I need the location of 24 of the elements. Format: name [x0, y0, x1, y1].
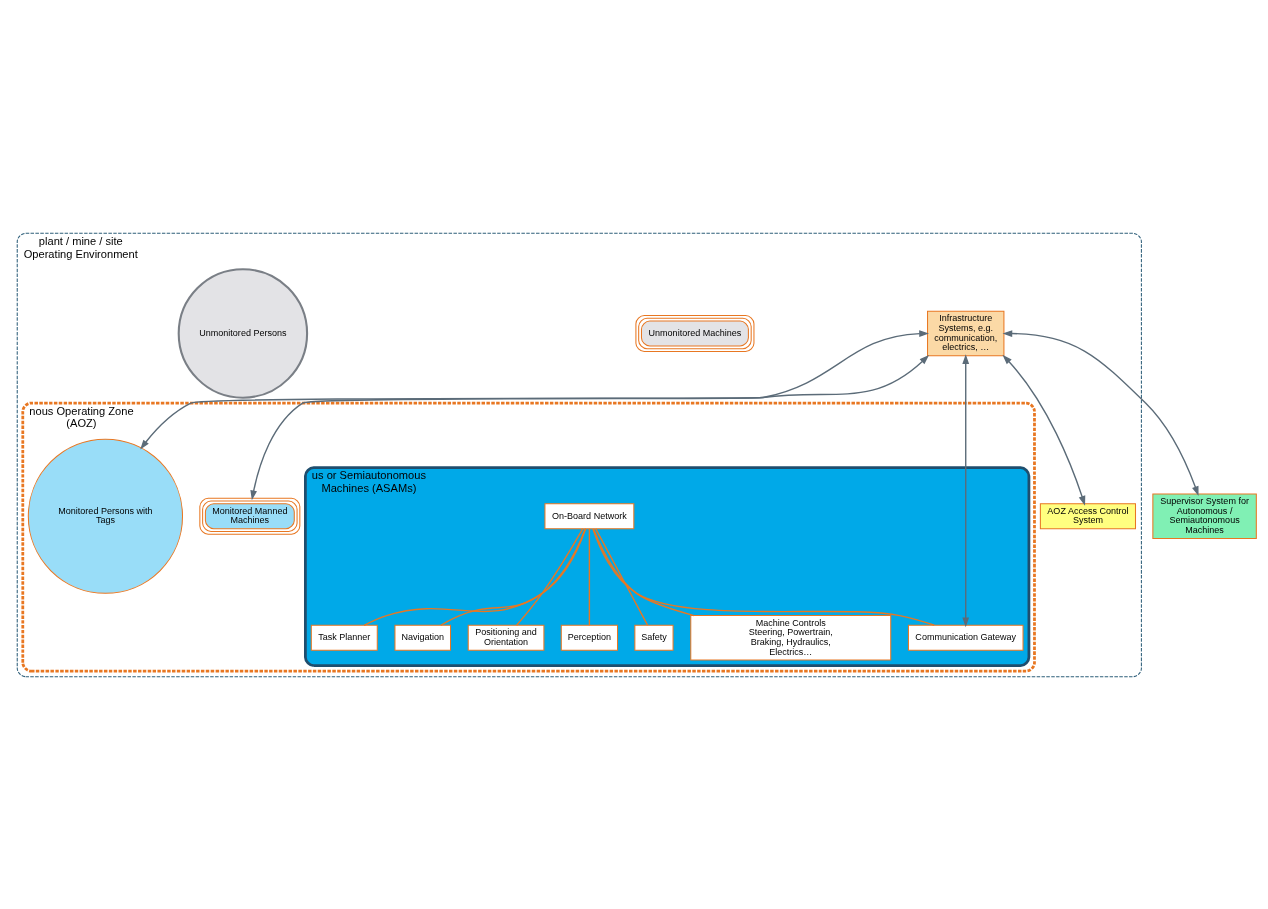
- arrow: [1002, 329, 1199, 496]
- node-circle: Unmonitored Persons: [177, 267, 309, 399]
- connector: [588, 527, 591, 626]
- connector: [592, 527, 935, 626]
- node-box: Communication Gateway: [907, 624, 1024, 651]
- node-box: Navigation: [394, 624, 452, 651]
- connector: [595, 527, 649, 626]
- arrow: [1002, 354, 1086, 506]
- node-box: Machine Controls Steering, Powertrain, Braking, Hydraulics, Electrics…: [690, 614, 892, 660]
- node-box: Task Planner: [310, 624, 378, 651]
- arrow: [250, 329, 929, 500]
- connector: [363, 527, 587, 626]
- node-box: AOZ Access Control System: [1039, 502, 1136, 529]
- node-box: On-Board Network: [544, 502, 635, 529]
- node-box: Perception: [560, 624, 619, 651]
- node-box: Supervisor System for Autonomous / Semiautonomous Machines: [1152, 493, 1257, 539]
- connector: [592, 527, 695, 616]
- connector: [515, 527, 584, 626]
- node-box: Infrastructure Systems, e.g. communication, electrics, …: [927, 310, 1005, 356]
- connector: [440, 527, 586, 626]
- arrow: [140, 354, 930, 449]
- arrow: [962, 353, 970, 627]
- node-box: Positioning and Orientation: [467, 624, 545, 651]
- node-box: Safety: [634, 624, 674, 651]
